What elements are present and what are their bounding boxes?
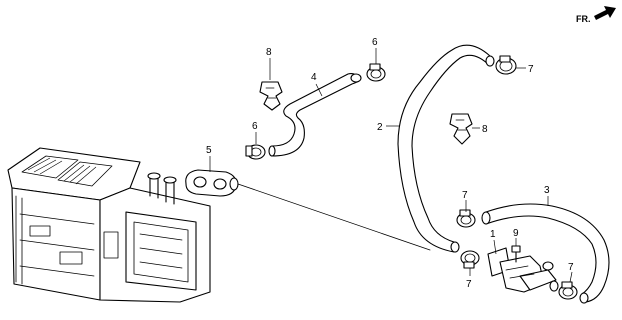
direction-label: FR.: [576, 14, 591, 24]
callout-5: 5: [206, 145, 212, 156]
callout-7-lower-right: 7: [568, 262, 574, 273]
clamp-part-7-lower-left: 7: [460, 250, 480, 290]
callout-7-lower-left: 7: [466, 279, 472, 290]
grommet-part-5: 5: [185, 145, 239, 197]
hose-part-3: 3: [481, 185, 610, 304]
front-direction-indicator: FR.: [576, 6, 616, 24]
callout-6-upper: 6: [372, 37, 378, 48]
clamp-part-6-left: 6: [245, 121, 266, 160]
callout-8-left: 8: [266, 47, 272, 58]
connection-line: [237, 183, 431, 251]
clamp-part-6-upper: 6: [366, 37, 386, 82]
clip-part-8-left: 8: [259, 47, 283, 111]
clamp-part-7-lower-right: 7: [558, 262, 578, 300]
clip-part-8-right: 8: [449, 113, 488, 145]
callout-6-left: 6: [252, 121, 258, 132]
hose-part-4: 4: [268, 72, 362, 157]
heater-unit: [7, 147, 211, 303]
clamp-part-7-upper: 7: [495, 55, 534, 75]
callout-4: 4: [311, 72, 317, 83]
callout-2: 2: [377, 122, 383, 133]
arrow-right-icon: [594, 6, 616, 20]
callout-8-right: 8: [482, 124, 488, 135]
callout-9: 9: [513, 228, 519, 239]
callout-7-upper: 7: [528, 64, 534, 75]
callout-3: 3: [544, 185, 550, 196]
callout-1: 1: [490, 229, 496, 240]
heater-valve-part-1: 1: [487, 229, 559, 293]
clamp-part-7-middle: 7: [456, 190, 476, 228]
hose-part-2: 2: [377, 44, 495, 253]
bolt-part-9: 9: [511, 228, 521, 263]
callout-7-middle: 7: [462, 190, 468, 201]
